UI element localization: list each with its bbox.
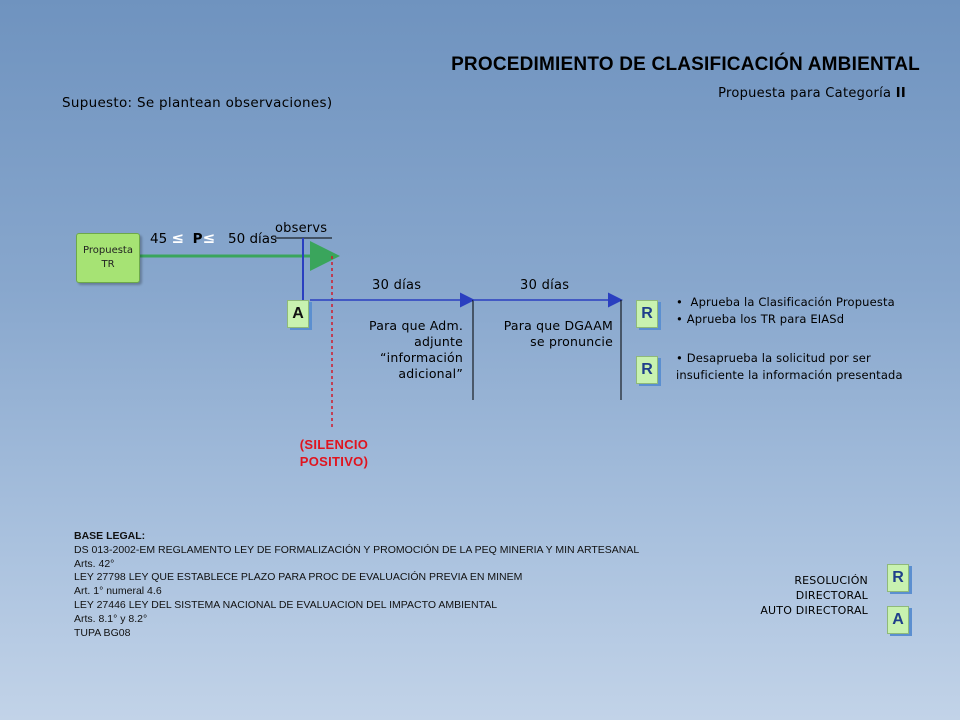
- legend-box-r: R: [887, 564, 909, 592]
- list-item: • Aprueba la Clasificación Propuesta: [676, 295, 895, 309]
- days-label-2: 30 días: [520, 278, 570, 293]
- base-legal-line: LEY 27446 LEY DEL SISTEMA NACIONAL DE EV…: [74, 598, 498, 611]
- category-subtitle: Propuesta para Categoría II: [718, 86, 906, 101]
- range-max: 50 días: [228, 231, 278, 247]
- category-value: II: [895, 86, 906, 101]
- note-line: Para que DGAAM: [503, 318, 613, 333]
- silencio-line: (SILENCIO: [299, 437, 369, 452]
- outcomes-reject-list: • Desaprueba la solicitud por ser insufi…: [676, 350, 903, 384]
- note-dgaam: Para que DGAAM se pronuncie: [480, 318, 613, 350]
- propuesta-label: Propuesta: [83, 245, 133, 256]
- outcome-text: Aprueba la Clasificación Propuesta: [690, 295, 895, 309]
- note-line: adicional”: [398, 366, 463, 381]
- legend-line: DIRECTORAL: [795, 589, 868, 602]
- base-legal-line: TUPA BG08: [74, 626, 131, 639]
- lte-symbol: ≤: [171, 229, 185, 247]
- outcome-text: insuficiente la información presentada: [676, 368, 903, 382]
- box-r-approve: R: [636, 300, 658, 328]
- note-adm: Para que Adm. adjunte “información adici…: [350, 318, 463, 382]
- observs-label: observs: [275, 221, 328, 236]
- legend-box-a: A: [887, 606, 909, 634]
- base-legal-block: BASE LEGAL: DS 013-2002-EM REGLAMENTO LE…: [74, 530, 639, 640]
- note-line: Para que Adm.: [369, 318, 463, 333]
- outcomes-approve-list: • Aprueba la Clasificación Propuesta • A…: [676, 294, 895, 328]
- supuesto-text: Supuesto: Se plantean observaciones): [62, 95, 333, 111]
- note-line: adjunte: [414, 334, 463, 349]
- page-title: PROCEDIMIENTO DE CLASIFICACIÓN AMBIENTAL: [451, 54, 920, 75]
- base-legal-line: Arts. 42°: [74, 557, 115, 570]
- silencio-line: POSITIVO): [299, 454, 369, 469]
- base-legal-line: Arts. 8.1° y 8.2°: [74, 612, 148, 625]
- lte-symbol: ≤: [202, 229, 216, 247]
- base-legal-line: Art. 1° numeral 4.6: [74, 585, 162, 598]
- note-line: “información: [380, 350, 463, 365]
- tr-label: TR: [101, 259, 115, 270]
- legend-line: AUTO DIRECTORAL: [760, 604, 868, 617]
- range-label: 45 ≤ P≤ 50 días: [150, 229, 277, 247]
- list-item: • Desaprueba la solicitud por ser: [676, 351, 871, 365]
- propuesta-tr-box: Propuesta TR: [76, 233, 140, 283]
- silencio-positivo-label: (SILENCIO POSITIVO): [282, 436, 386, 470]
- box-a: A: [287, 300, 309, 328]
- category-prefix: Propuesta para Categoría: [718, 86, 892, 101]
- box-r-reject: R: [636, 356, 658, 384]
- base-legal-heading: BASE LEGAL:: [74, 530, 146, 542]
- list-item: • Aprueba los TR para EIASd: [676, 312, 845, 326]
- legend-labels: RESOLUCIÓN DIRECTORAL AUTO DIRECTORAL: [700, 573, 868, 618]
- range-p: P: [192, 231, 203, 247]
- note-line: se pronuncie: [530, 334, 613, 349]
- base-legal-line: DS 013-2002-EM REGLAMENTO LEY DE FORMALI…: [74, 543, 640, 556]
- base-legal-line: LEY 27798 LEY QUE ESTABLECE PLAZO PARA P…: [74, 571, 523, 584]
- outcome-text: Desaprueba la solicitud por ser: [686, 351, 871, 365]
- legend-line: RESOLUCIÓN: [794, 574, 868, 587]
- outcome-text: Aprueba los TR para EIASd: [686, 312, 845, 326]
- days-label-1: 30 días: [372, 278, 422, 293]
- range-min: 45: [150, 231, 168, 247]
